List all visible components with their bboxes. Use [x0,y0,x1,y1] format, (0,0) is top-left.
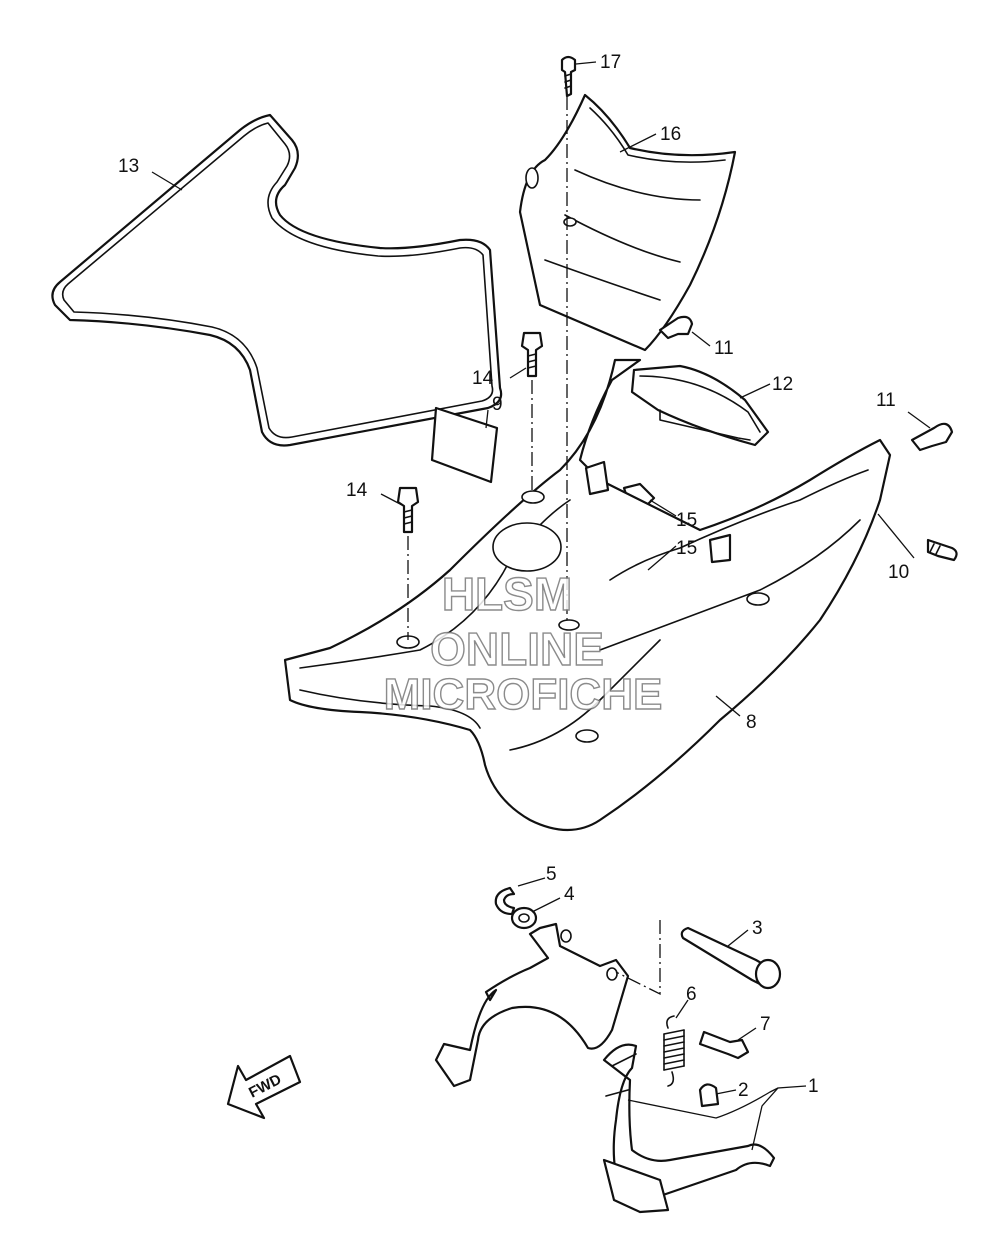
leader-lines [151,61,931,1151]
watermark-line-3: MICROFICHE [384,670,663,719]
callout-10: 10 [888,562,909,583]
bolt-part-14-lower [396,486,420,534]
spring-part-6 [663,1015,685,1087]
callout-9: 9 [492,394,503,415]
callout-labels: 17 16 13 11 14 12 9 11 14 15 15 10 8 5 4… [118,52,909,1101]
watermark: HLSM ONLINE MICROFICHE [383,567,663,719]
screw-part-17 [560,55,577,98]
cover-part-16 [518,93,737,352]
assembly-lines [407,96,661,996]
callout-7: 7 [760,1014,771,1035]
circlip-part-5 [494,886,516,916]
callout-14-lower: 14 [346,480,368,501]
callout-11-upper: 11 [714,338,734,359]
callout-2: 2 [738,1080,749,1101]
callout-15-lower: 15 [676,538,697,559]
pad-part-9 [430,406,499,484]
callout-6: 6 [686,984,697,1005]
floor-mat-part [51,113,503,447]
footboard-part-8 [283,358,892,831]
rivet-part-11-upper [658,315,694,340]
rivet-part-11-right [910,422,954,452]
callout-4: 4 [564,884,575,905]
washer-part-4 [510,906,538,930]
watermark-line-1: HLSM [442,568,572,620]
screw-part-10 [926,538,958,562]
callout-5: 5 [546,864,557,885]
callout-1: 1 [808,1076,819,1097]
callout-12: 12 [772,374,793,395]
bolt-part-7 [698,1030,750,1060]
callout-17: 17 [600,52,621,73]
callout-15-upper: 15 [676,510,697,531]
callout-14-upper: 14 [472,368,494,389]
fwd-arrow-icon [226,1054,302,1120]
bolt-part-14-upper [520,331,544,378]
main-stand-part-1 [434,922,776,1214]
callout-13: 13 [118,156,139,177]
callout-8: 8 [746,712,757,733]
callout-11-right: 11 [876,390,896,411]
shaft-pin-part-3 [680,926,782,990]
callout-3: 3 [752,918,763,939]
callout-16: 16 [660,124,681,145]
watermark-line-2: ONLINE [430,623,604,675]
bracket-part-12 [630,364,770,447]
cap-part-2 [698,1083,720,1108]
